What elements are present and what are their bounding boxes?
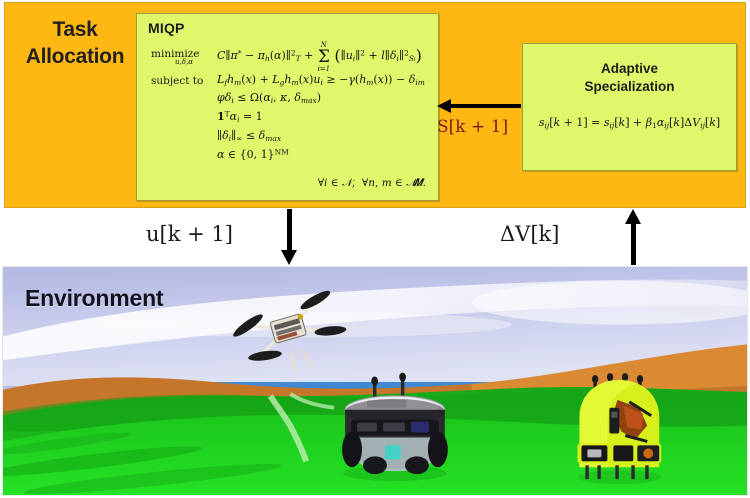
adaptive-title-line1: Adaptive [600, 61, 658, 76]
miqp-constraint-1: 𝜑δi ≤ Ω(αi, κ, δmax) [217, 91, 322, 106]
ground-shadow [3, 432, 132, 455]
miqp-constraint-4: α ∈ {0, 1}NM [217, 147, 289, 161]
environment-scene: Environment [2, 266, 748, 496]
control-arrow-label: u[k + 1] [146, 222, 233, 246]
quadcopter-drone [233, 290, 347, 373]
ground-rover [342, 372, 448, 482]
miqp-constraint-3: ∥δi∥∞ ≤ δmax [217, 128, 282, 143]
control-arrow-down [281, 209, 297, 265]
adaptive-specialization-title: Adaptive Specialization [523, 60, 736, 96]
feedback-arrow [437, 99, 521, 113]
arrow-head-icon [281, 250, 297, 265]
ground-shadow [23, 464, 282, 495]
task-allocation-label: Task Allocation [15, 17, 135, 71]
adaptive-specialization-equation: sij[k + 1] = sij[k] + β1αij[k]ΔVij[k] [538, 116, 721, 131]
cloud [471, 280, 747, 325]
adaptive-title-line2: Specialization [584, 79, 675, 95]
yellow-ground-robot [577, 373, 662, 485]
value-arrow-label: ΔV[k] [500, 222, 560, 246]
task-allocation-label-line1: Task [52, 18, 98, 41]
adaptive-specialization-panel: Adaptive Specialization sij[k + 1] = sij… [522, 43, 737, 171]
brown-hills-highlight [471, 344, 747, 396]
value-arrow-up [625, 209, 641, 265]
arrow-shaft [287, 209, 292, 253]
miqp-subject-row: subject to Lfhm(x) + Lghm(x)ui ≥ −γ(hm(x… [151, 71, 433, 89]
environment-label: Environment [25, 285, 164, 311]
arrow-head-icon [437, 99, 451, 113]
environment-illustration [3, 267, 747, 495]
miqp-constraint-list: 𝜑δi ≤ Ω(αi, κ, δmax) 1Tαi = 1 ∥δi∥∞ ≤ δm… [217, 89, 321, 165]
arrow-head-icon [625, 209, 641, 224]
ground-shadow [3, 446, 202, 477]
arrow-shaft [449, 104, 521, 108]
miqp-subject-keyword: subject to [151, 74, 204, 87]
miqp-constraint-0: Lfhm(x) + Lghm(x)ui ≥ −γ(hm(x)) − δim [217, 72, 425, 87]
feedback-arrow-label: S[k + 1] [437, 117, 509, 137]
miqp-quantifier: ∀i ∈ 𝒩, ∀n, m ∈ 𝒩 𝑴. [317, 177, 426, 189]
dirt-path [267, 394, 310, 463]
task-allocation-label-line2: Allocation [25, 44, 125, 68]
robot-shadow [577, 470, 662, 485]
dirt-path [289, 392, 335, 410]
arrow-shaft [631, 221, 636, 265]
miqp-heading: MIQP [148, 20, 185, 36]
miqp-constraint-2: 1Tαi = 1 [217, 109, 263, 125]
